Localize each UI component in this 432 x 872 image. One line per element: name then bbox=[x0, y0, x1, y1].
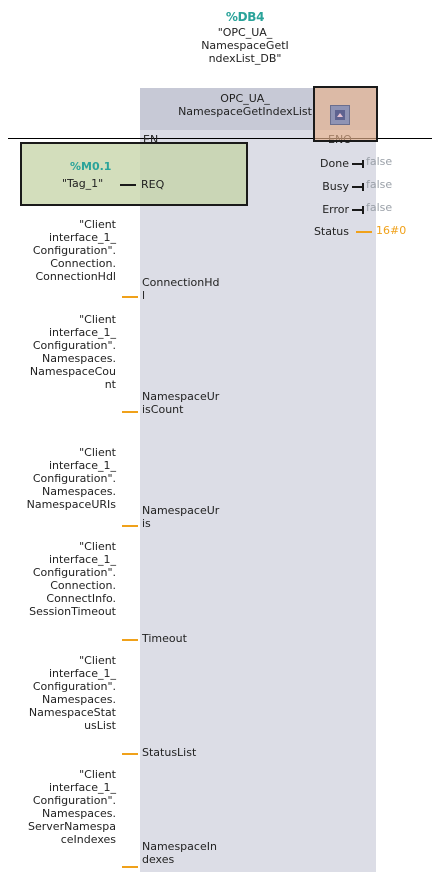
instruction-info-icon[interactable] bbox=[330, 105, 350, 125]
pin-namespaceuriscount: NamespaceUr isCount bbox=[142, 390, 220, 416]
instruction-info-icon-glyph bbox=[335, 110, 345, 120]
connectionhdl-operand[interactable]: "Client interface_1_ Configuration". Con… bbox=[32, 218, 116, 283]
namespaceuriscount-operand[interactable]: "Client interface_1_ Configuration". Nam… bbox=[29, 313, 116, 391]
done-value: false bbox=[366, 155, 393, 168]
status-value: 16#0 bbox=[376, 224, 407, 237]
error-wire bbox=[352, 209, 362, 211]
req-wire bbox=[120, 184, 136, 186]
pin-connectionhdl: ConnectionHd l bbox=[142, 276, 220, 302]
namespaceuris-operand[interactable]: "Client interface_1_ Configuration". Nam… bbox=[26, 446, 116, 511]
error-value: false bbox=[366, 201, 393, 214]
busy-wire bbox=[352, 186, 362, 188]
pin-status: Status bbox=[313, 225, 349, 238]
pin-busy: Busy bbox=[322, 180, 349, 193]
req-operand-tag[interactable]: "Tag_1" bbox=[62, 177, 104, 190]
namespaceindexes-wire bbox=[122, 866, 138, 868]
pin-req: REQ bbox=[141, 178, 165, 191]
busy-wire-tick bbox=[362, 183, 364, 191]
pin-namespaceindexes: NamespaceIn dexes bbox=[142, 840, 217, 866]
namespaceuris-wire bbox=[122, 525, 138, 527]
power-rail-line bbox=[8, 138, 432, 139]
pin-namespaceuris: NamespaceUr is bbox=[142, 504, 220, 530]
done-wire bbox=[352, 163, 362, 165]
busy-value: false bbox=[366, 178, 393, 191]
pin-timeout: Timeout bbox=[142, 632, 187, 645]
connectionhdl-wire bbox=[122, 296, 138, 298]
req-operand-address[interactable]: %M0.1 bbox=[70, 160, 112, 173]
instance-db-address: %DB4 bbox=[225, 10, 265, 24]
req-highlight-box bbox=[20, 142, 248, 206]
timeout-operand[interactable]: "Client interface_1_ Configuration". Con… bbox=[29, 540, 116, 618]
error-wire-tick bbox=[362, 206, 364, 214]
statuslist-operand[interactable]: "Client interface_1_ Configuration". Nam… bbox=[28, 654, 116, 732]
function-block-title: OPC_UA_ NamespaceGetIndexList bbox=[178, 92, 312, 118]
status-wire bbox=[356, 231, 372, 233]
done-wire-tick bbox=[362, 160, 364, 168]
namespaceindexes-operand[interactable]: "Client interface_1_ Configuration". Nam… bbox=[28, 768, 116, 846]
pin-done: Done bbox=[320, 157, 349, 170]
statuslist-wire bbox=[122, 753, 138, 755]
namespaceuriscount-wire bbox=[122, 411, 138, 413]
pin-error: Error bbox=[322, 203, 349, 216]
pin-statuslist: StatusList bbox=[142, 746, 197, 759]
instance-db-name[interactable]: "OPC_UA_ NamespaceGetI ndexList_DB" bbox=[201, 26, 289, 65]
timeout-wire bbox=[122, 639, 138, 641]
function-block-body[interactable] bbox=[140, 88, 376, 872]
